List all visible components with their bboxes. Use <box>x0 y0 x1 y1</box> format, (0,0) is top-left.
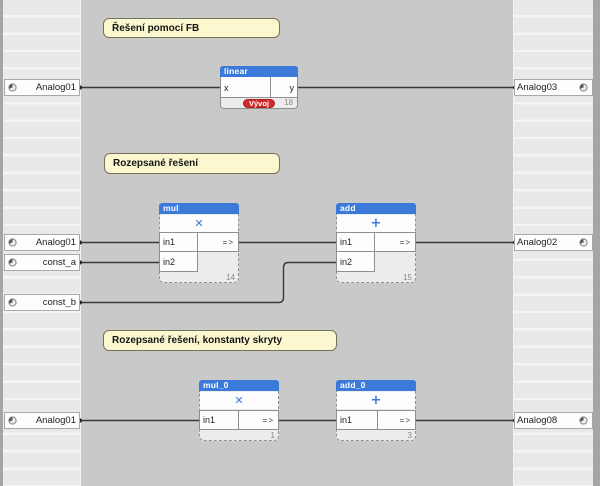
variable-pin-icon <box>579 83 588 92</box>
variable-pin-icon <box>8 258 17 267</box>
wire[interactable] <box>80 261 338 304</box>
fb-block-mul[interactable]: mul ✕ in1 => in2 14 <box>159 203 239 283</box>
variable-label: Analog01 <box>35 415 76 426</box>
fb-input-in1[interactable]: in1 <box>199 410 239 430</box>
variable-pin-icon <box>579 416 588 425</box>
variable-label: const_b <box>42 297 76 308</box>
variable-label: Analog08 <box>517 415 558 426</box>
comment-box[interactable]: Rozepsané řešení, konstanty skryty <box>103 330 337 351</box>
fb-footer: Vývoj 18 <box>221 97 297 108</box>
fb-input-x[interactable]: x <box>221 77 271 98</box>
variable-pin-icon <box>8 416 17 425</box>
fb-output[interactable]: => <box>374 232 416 252</box>
fb-input-in1[interactable]: in1 <box>336 410 378 430</box>
right-edge-strip <box>593 0 600 486</box>
fb-title: mul <box>159 203 239 214</box>
multiply-symbol: ✕ <box>160 215 238 232</box>
variable-label: Analog01 <box>35 82 76 93</box>
comment-text: Rozepsané řešení, konstanty skryty <box>112 335 283 346</box>
variable-pin-icon <box>8 238 17 247</box>
fb-block-add-0[interactable]: add_0 + in1 => 3 <box>336 380 416 441</box>
fb-title: linear <box>220 66 298 77</box>
fb-input-in2[interactable]: in2 <box>159 251 198 272</box>
multiply-symbol: ✕ <box>200 392 278 409</box>
variable-label: const_a <box>42 257 76 268</box>
fb-order-number: 1 <box>270 431 275 440</box>
comment-text: Rozepsané řešení <box>113 158 199 169</box>
fb-output-y[interactable]: y <box>289 82 295 93</box>
fb-output[interactable]: => <box>377 410 416 430</box>
variable-label: Analog01 <box>35 237 76 248</box>
variable-pin-icon <box>8 83 17 92</box>
vyvoj-badge: Vývoj <box>242 99 276 108</box>
fb-block-add[interactable]: add + in1 => in2 15 <box>336 203 416 283</box>
variable-pin-icon <box>8 298 17 307</box>
variable-box-analog03[interactable]: Analog03 <box>514 79 593 96</box>
variable-box-analog01[interactable]: Analog01 <box>4 234 80 251</box>
fb-output[interactable]: => <box>197 232 239 252</box>
variable-box-analog01[interactable]: Analog01 <box>4 79 80 96</box>
comment-box[interactable]: Řešení pomocí FB <box>103 18 280 38</box>
fb-input-in1[interactable]: in1 <box>336 232 375 252</box>
variable-box-analog02[interactable]: Analog02 <box>514 234 593 251</box>
fb-block-mul-0[interactable]: mul_0 ✕ in1 => 1 <box>199 380 279 441</box>
plus-symbol: + <box>337 215 415 232</box>
fb-block-linear[interactable]: linear x y Vývoj 18 <box>220 66 298 109</box>
fb-input-in2[interactable]: in2 <box>336 251 375 272</box>
fb-order-number: 14 <box>226 273 235 282</box>
fb-input-in1[interactable]: in1 <box>159 232 198 252</box>
comment-text: Řešení pomocí FB <box>112 22 200 34</box>
variable-label: Analog02 <box>517 237 558 248</box>
comment-box[interactable]: Rozepsané řešení <box>104 153 280 174</box>
variable-box-analog01[interactable]: Analog01 <box>4 412 80 429</box>
variable-box-const-a[interactable]: const_a <box>4 254 80 271</box>
variable-label: Analog03 <box>517 82 558 93</box>
variable-pin-icon <box>579 238 588 247</box>
fb-output[interactable]: => <box>238 410 279 430</box>
variable-box-analog08[interactable]: Analog08 <box>514 412 593 429</box>
left-edge-strip <box>0 0 3 486</box>
plus-symbol: + <box>337 392 415 409</box>
fb-title: add_0 <box>336 380 416 391</box>
fb-title: mul_0 <box>199 380 279 391</box>
fb-order-number: 18 <box>284 98 293 107</box>
fb-title: add <box>336 203 416 214</box>
fb-order-number: 3 <box>407 431 412 440</box>
fb-order-number: 15 <box>403 273 412 282</box>
variable-box-const-b[interactable]: const_b <box>4 294 80 311</box>
